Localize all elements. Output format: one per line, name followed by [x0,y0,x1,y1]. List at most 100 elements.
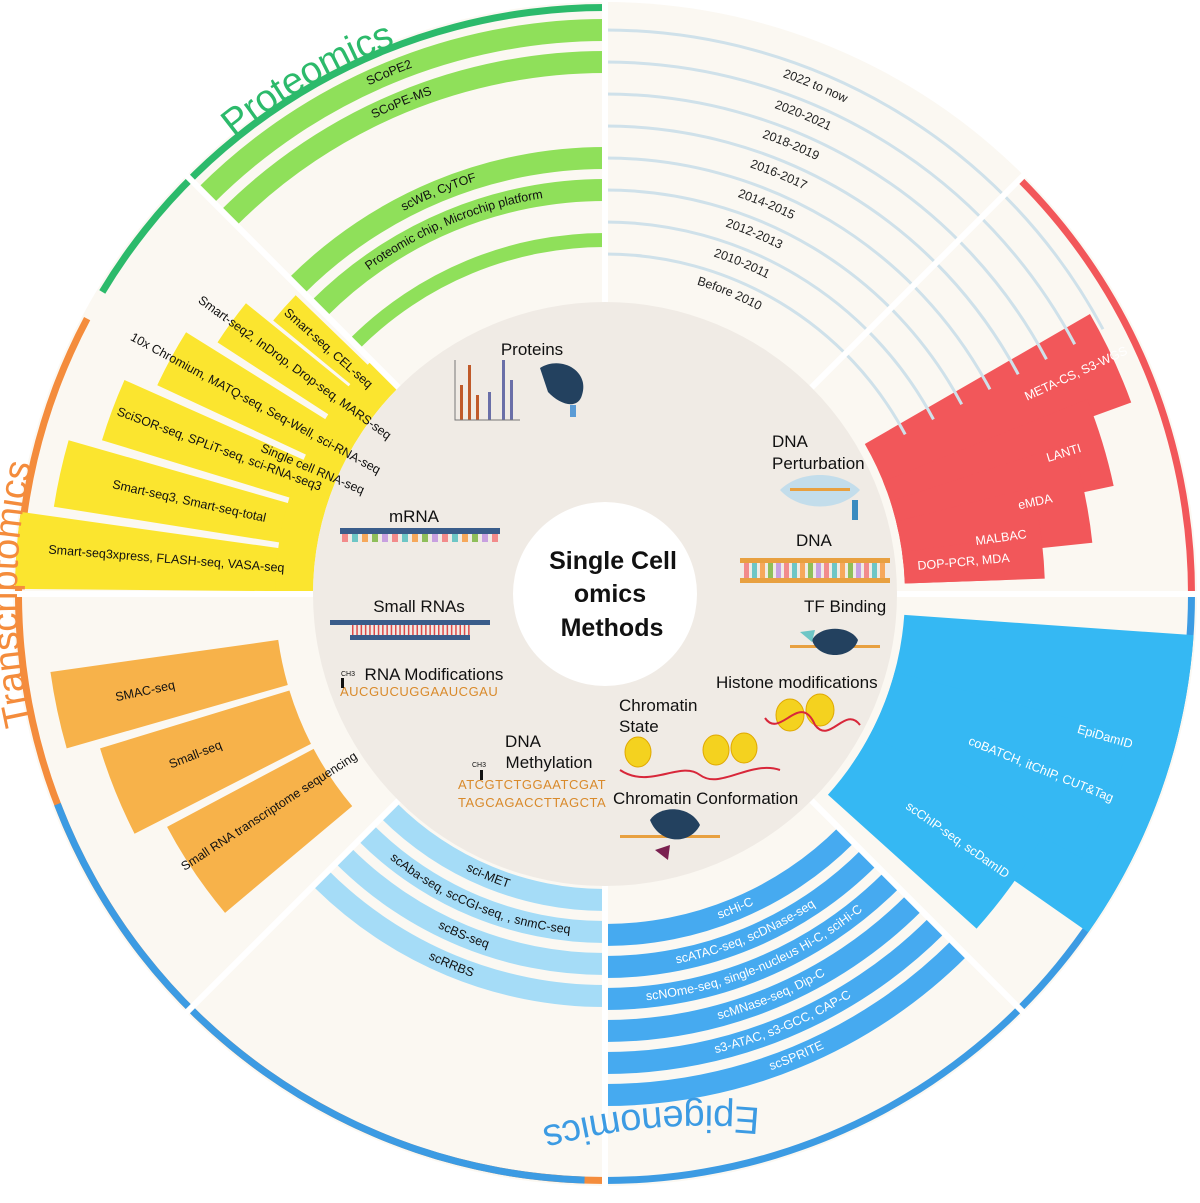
center-title-line3: Methods [561,614,664,642]
small-rna-base [425,625,427,635]
dna-base-pair [864,563,869,578]
dna-base-pair [856,563,861,578]
dna-base-pair [768,563,773,578]
dna-strand-top [740,558,890,563]
methylation-sequence-1: ATCGTCTGGAATCGAT [458,777,606,792]
timeline-arc [604,60,1077,345]
mrna-strand [340,528,500,534]
mrna-base [412,534,418,542]
method-rings [10,0,1200,1189]
small-rna-strand [330,620,490,625]
protein-peak [488,392,491,420]
conformation-protein-icon [650,809,700,840]
small-rna-base [390,625,393,635]
mrna-base [392,534,398,542]
transcriptomics-upper-band [15,511,308,592]
center-circle [513,502,697,686]
rna-mod-sequence: AUCGUCUGGAAUCGAU [340,684,498,699]
mrna-base [402,534,408,542]
small-rna-base [395,625,397,635]
epigenomics-dark-band [867,671,1132,859]
perturbation-strand [790,488,850,491]
small-rna-base [369,625,371,635]
dna-base-pair [792,563,797,578]
mrna-base [452,534,458,542]
mrna-base [382,534,388,542]
dna-base-pair [832,563,837,578]
tf-protein-icon [812,628,858,655]
center-title-line2: omics [574,580,646,608]
dna-base-pair [840,563,845,578]
chromatin-state-label-1: Chromatin [619,696,697,715]
dna-strand-bottom [740,578,890,583]
timeline-arc [604,124,1020,375]
dna-base-pair [872,563,877,578]
epigenomics-mid-band [605,872,900,1010]
dna-methylation-label-2: Methylation [506,753,593,772]
dna-base-pair [880,563,885,578]
dna-base-pair [808,563,813,578]
antibody-icon [570,405,576,417]
epigenomics-light-band [358,825,605,943]
mrna-base [362,534,368,542]
transcriptomics-lower-band [100,690,311,834]
small-rna-base [442,625,444,635]
dna-perturbation-label-2: Perturbation [772,454,865,473]
tf-binding-label: TF Binding [804,597,886,616]
proteomics-band [198,19,605,203]
transcriptomics-upper-band [53,440,317,548]
tf-cofactor-icon [800,630,815,642]
small-rna-base [468,625,470,635]
transcriptomics-upper-band [101,380,331,507]
mrna-base [462,534,468,542]
mrna-base [482,534,488,542]
small-rna-base [446,625,449,635]
epigenomics-mid-band [605,849,877,978]
molecule-icons [330,360,890,860]
epigenomics-mid-band [605,940,968,1106]
dna-base-pair [760,563,765,578]
transcriptomics-upper-band [157,332,351,468]
rna-modifications-label: RNA Modifications [365,665,504,684]
dna-base-pair [824,563,829,578]
protein-icon [540,363,584,405]
epigenomics-dark-band [827,734,1047,929]
dna-perturbation-label-1: DNA [772,432,809,451]
dna-methylation-label-1: DNA [505,732,542,751]
small-rna-base [377,625,380,635]
small-rna-base [382,625,384,635]
protein-peak [476,395,479,420]
small-rna-base [407,625,410,635]
protein-axis [454,360,520,421]
histone-modifications-label: Histone modifications [716,673,878,692]
transcriptomics-inner-band [275,360,399,594]
protein-peak [460,385,463,420]
small-rna-base [450,625,453,635]
center-title-line1: Single Cell [549,547,677,575]
chromatin-state-label-2: State [619,717,659,736]
dna-meth-ch3: CH3 [472,762,486,769]
mrna-base [432,534,438,542]
protein-peak [502,360,505,420]
proteins-label: Proteins [501,340,563,359]
small-rna-base [433,625,436,635]
epigenomics-light-band [380,802,605,911]
histone-dna [764,711,861,732]
proteomics-band [311,179,605,317]
epigenomics-mid-band [605,827,854,946]
dna-base-pair [848,563,853,578]
small-rna-base [399,625,401,635]
mrna-base [342,534,348,542]
histone-icon [805,693,835,727]
histone-icon [775,698,805,732]
nucleosome-icon [624,736,652,768]
small-rna-base [360,625,363,635]
dna-base-pair [752,563,757,578]
methylation-sequence-2: TAGCAGACCTTAGCTA [458,795,606,810]
proteomics-band [221,51,606,226]
mrna-base [372,534,378,542]
small-rna-base [412,625,414,635]
conformation-loop-icon [655,845,670,860]
